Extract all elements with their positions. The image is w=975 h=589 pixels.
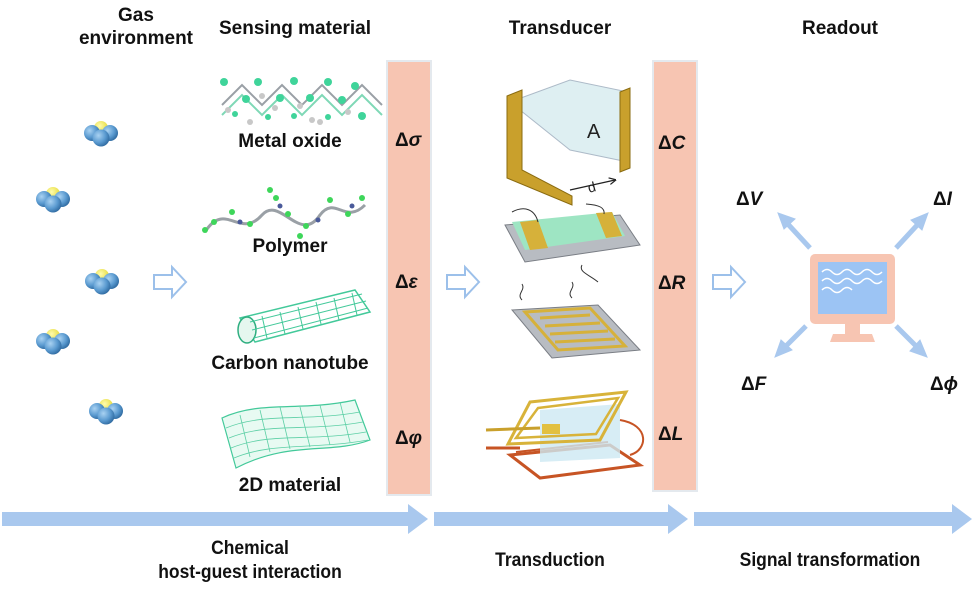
stage-chemical-line2: host-guest interaction: [158, 562, 342, 583]
monitor-icon: [810, 254, 895, 342]
delta-i-label: ΔI: [933, 189, 952, 210]
transducer-title: Transducer: [508, 18, 612, 39]
gas-molecule-icon: [36, 329, 70, 355]
polymer-chain-icon: [202, 187, 367, 239]
gas-molecule-icon: [89, 399, 123, 425]
carbon-nanotube-icon: [237, 289, 372, 344]
gas-molecule-icon: [84, 121, 118, 147]
arrow-to-delta-i-icon: [894, 212, 929, 250]
inductive-coil-sensor-icon: [485, 390, 645, 480]
transducer-property-bar: [652, 60, 698, 492]
material-label-polymer: Polymer: [252, 236, 328, 257]
arrow-to-delta-v-icon: [777, 212, 812, 250]
gas-environment-title: Gas environment: [66, 4, 206, 50]
stage-label-signal-transformation: Signal transformation: [739, 550, 921, 571]
hollow-arrow-icon: [153, 264, 188, 300]
material-label-metal-oxide: Metal oxide: [238, 131, 342, 152]
capacitor-gap-label: d: [586, 178, 598, 195]
sensing-property-bar: [386, 60, 432, 496]
delta-r-label: ΔR: [658, 273, 686, 294]
gas-molecule-icon: [36, 187, 70, 213]
arrow-to-delta-f-icon: [774, 324, 808, 358]
metal-oxide-structure-icon: [220, 77, 383, 125]
delta-phi-label: Δφ: [395, 428, 423, 449]
gas-title-line2: environment: [78, 28, 194, 49]
delta-epsilon-label: Δε: [395, 272, 418, 293]
stage-chemical-line1: Chemical: [211, 538, 289, 559]
delta-v-label: ΔV: [736, 189, 763, 210]
capacitor-area-label: A: [587, 121, 601, 143]
delta-phi-output-label: Δϕ: [930, 374, 959, 395]
stage-label-chemical: Chemical host-guest interaction: [130, 537, 369, 585]
sensing-material-title: Sensing material: [218, 18, 372, 39]
capacitor-plates-icon: A d: [506, 79, 631, 206]
material-label-carbon-nanotube: Carbon nanotube: [211, 353, 369, 374]
interdigitated-electrode-sensor-icon: [510, 281, 642, 359]
arrow-to-delta-phi-icon: [894, 324, 928, 358]
stage-arrow-chemical: [2, 504, 428, 534]
delta-sigma-label: Δσ: [395, 130, 422, 151]
hollow-arrow-icon: [446, 264, 481, 300]
readout-title: Readout: [802, 18, 878, 39]
hollow-arrow-icon: [712, 264, 747, 300]
stage-arrow-signal: [694, 504, 972, 534]
2d-material-sheet-icon: [221, 399, 371, 469]
material-label-2d-material: 2D material: [238, 475, 342, 496]
stage-label-transduction: Transduction: [495, 550, 605, 571]
gas-title-line1: Gas: [118, 5, 154, 26]
delta-c-label: ΔC: [658, 133, 686, 154]
gas-molecule-icon: [85, 269, 119, 295]
stage-arrow-transduction: [434, 504, 688, 534]
delta-f-label: ΔF: [741, 374, 767, 395]
delta-l-label: ΔL: [658, 424, 684, 445]
resistive-sensor-film-icon: [504, 203, 641, 283]
